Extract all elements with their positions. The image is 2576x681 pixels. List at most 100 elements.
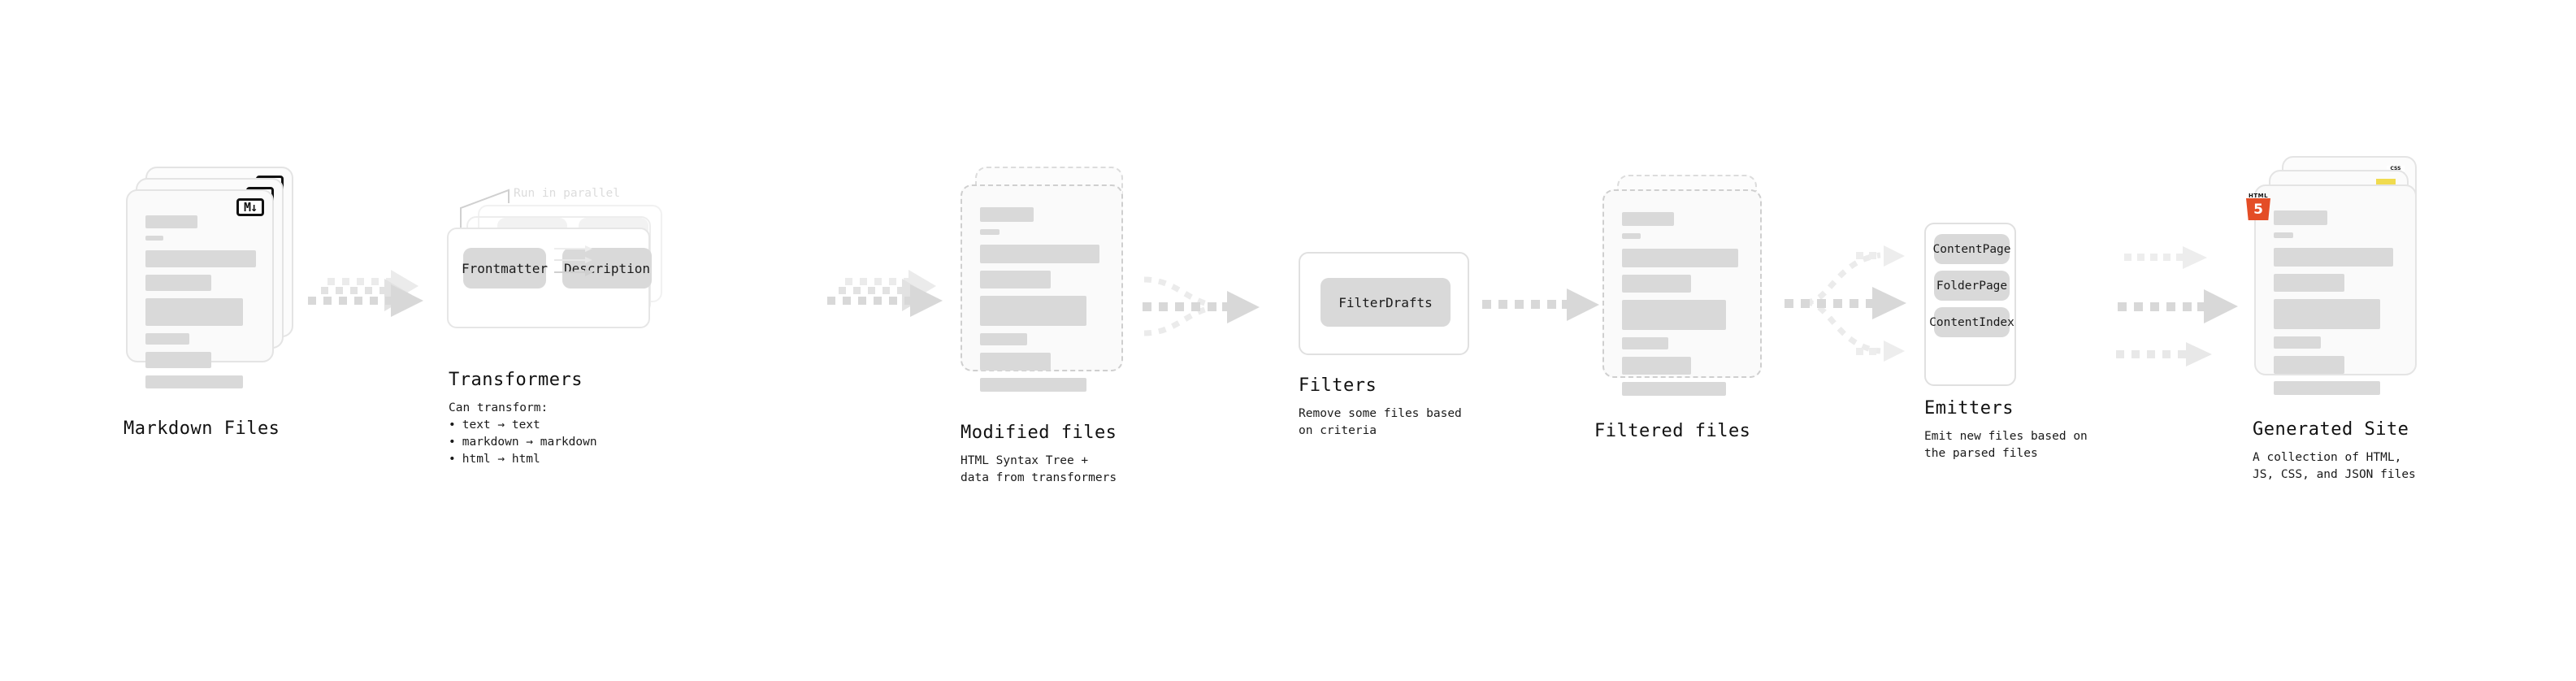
caption-filters: Filters Remove some files based on crite… (1299, 375, 1462, 440)
stage-subtitle: HTML Syntax Tree + data from transformer… (961, 453, 1117, 487)
connector-emitters-to-site (2116, 246, 2238, 367)
markdown-badge-text: M↓ (243, 199, 258, 215)
stage-title: Emitters (1924, 398, 2014, 419)
skeleton-bar (145, 375, 243, 388)
stage-filtered-files (1602, 175, 1777, 396)
skeleton-bar (980, 229, 1000, 235)
skeleton-bar (1622, 212, 1674, 226)
stage-subtitle: A collection of HTML, JS, CSS, and JSON … (2253, 449, 2416, 484)
transformer-internal-arrows (554, 245, 593, 276)
skeleton-bar (1622, 337, 1668, 349)
subtitle-line: JS, CSS, and JSON files (2253, 468, 2416, 482)
stage-title: Transformers (449, 370, 583, 390)
skeleton-bar (145, 275, 211, 291)
caption-filtered-files: Filtered files (1594, 421, 1750, 441)
caption-modified-files: Modified files HTML Syntax Tree + data f… (961, 423, 1117, 487)
list-item: text → text (449, 417, 597, 434)
run-in-parallel-label: Run in parallel (514, 187, 620, 200)
skeleton-bar (980, 245, 1099, 263)
stage-subtitle: Emit new files based on the parsed files (1924, 428, 2088, 462)
skeleton-bar (145, 215, 197, 228)
skeleton-bar (1622, 300, 1726, 330)
skeleton-bar (2274, 210, 2327, 225)
stage-modified-files (961, 167, 1139, 392)
skeleton-bar (145, 352, 211, 368)
subtitle-line: HTML Syntax Tree + (961, 454, 1089, 467)
skeleton-bar (1622, 275, 1691, 293)
skeleton-bar (980, 378, 1086, 392)
filters-box: FilterDrafts (1299, 252, 1469, 355)
skeleton-bar (980, 353, 1051, 371)
skeleton-bar (2274, 336, 2321, 349)
site-card-html: HTML (2246, 184, 2417, 395)
skeleton-bar (2274, 274, 2344, 292)
list-item: markdown → markdown (449, 434, 597, 451)
skeleton-bar (145, 298, 243, 326)
stage-title: Generated Site (2253, 419, 2409, 440)
caption-transformers: Transformers Can transform: text → text … (449, 370, 597, 468)
caption-emitters: Emitters Emit new files based on the par… (1924, 398, 2088, 462)
emitter-pill-folderpage[interactable]: FolderPage (1934, 271, 2010, 301)
subtitle-line: on criteria (1299, 424, 1377, 438)
caption-generated-site: Generated Site A collection of HTML, JS,… (2253, 419, 2416, 484)
skeleton-bar (1622, 382, 1726, 396)
site-skeleton (2274, 210, 2399, 402)
emitters-box: ContentPage FolderPage ContentIndex (1924, 223, 2016, 386)
stage-markdown-files: M↓ M↓ M↓ (126, 167, 297, 388)
markdown-badge: M↓ (236, 198, 264, 216)
stage-title: Modified files (961, 423, 1117, 443)
stage-generated-site: CSS HTML (2246, 156, 2429, 395)
subtitle-line: A collection of HTML, (2253, 451, 2402, 464)
skeleton-bar (1622, 357, 1691, 375)
list-item: html → html (449, 451, 597, 468)
modified-card-stack (961, 167, 1139, 392)
skeleton-bar (1622, 233, 1641, 239)
skeleton-bar (980, 296, 1086, 326)
connector-transformers-to-modified (827, 270, 943, 317)
skeleton-bar (145, 250, 256, 267)
caption-markdown-files: Markdown Files (124, 419, 280, 439)
site-card-stack: CSS HTML (2246, 156, 2429, 395)
skeleton-bar (2274, 248, 2393, 267)
skeleton-bar (980, 271, 1051, 288)
filtered-card-front (1602, 189, 1762, 396)
html5-badge: HTML (2246, 193, 2270, 220)
stage-subtitle: Remove some files based on criteria (1299, 406, 1462, 440)
markdown-card-stack: M↓ M↓ M↓ (126, 167, 297, 388)
stage-title: Markdown Files (124, 419, 280, 439)
filtered-card-stack (1602, 175, 1777, 396)
css-badge-text: CSS (2390, 166, 2401, 171)
subtitle-line: Emit new files based on (1924, 430, 2088, 443)
skeleton-bar (980, 207, 1034, 222)
emitter-pill-contentpage[interactable]: ContentPage (1932, 234, 2011, 264)
skeleton-bar (145, 333, 189, 345)
skeleton-bar (2274, 232, 2293, 238)
html5-badge-shield (2246, 198, 2270, 220)
markdown-skeleton (145, 215, 256, 396)
skeleton-bar (2274, 356, 2344, 374)
html5-badge-word: HTML (2248, 193, 2269, 199)
transformer-box-front: Frontmatter Description (447, 228, 652, 328)
transform-lead: Can transform: (449, 401, 549, 414)
skeleton-bar (145, 236, 163, 241)
skeleton-bar (2274, 381, 2380, 395)
skeleton-bar (980, 333, 1027, 345)
filtered-skeleton (1622, 212, 1744, 403)
filter-pill-filterdrafts[interactable]: FilterDrafts (1321, 278, 1451, 327)
stage-title: Filtered files (1594, 421, 1751, 441)
transformer-pill-frontmatter[interactable]: Frontmatter (462, 248, 548, 288)
transform-bullet-list: text → text markdown → markdown html → h… (449, 417, 597, 468)
modified-card-front (961, 184, 1123, 392)
modified-skeleton (980, 207, 1105, 399)
skeleton-bar (2274, 299, 2380, 329)
run-in-parallel-bracket (460, 189, 510, 228)
subtitle-line: the parsed files (1924, 447, 2038, 461)
connector-modified-to-filters (1143, 276, 1260, 336)
connector-filtered-to-emitters (1785, 245, 1906, 362)
stage-subtitle: Can transform: text → text markdown → ma… (449, 400, 597, 468)
subtitle-line: data from transformers (961, 471, 1117, 485)
subtitle-line: Remove some files based (1299, 407, 1462, 420)
emitter-pill-contentindex[interactable]: ContentIndex (1929, 307, 2014, 337)
skeleton-bar (1622, 249, 1738, 267)
